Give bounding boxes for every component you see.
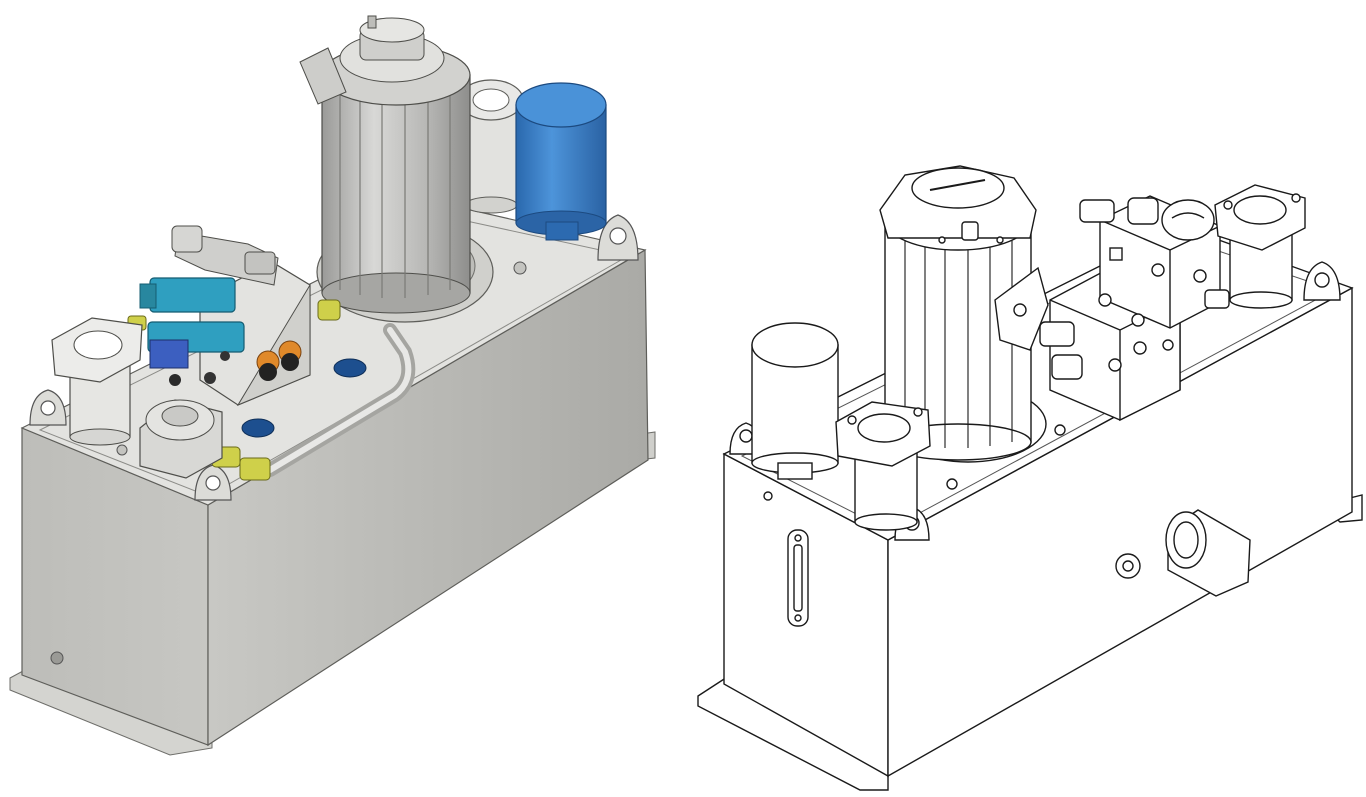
side-breather-icon <box>1165 509 1251 597</box>
breather-housing <box>458 79 524 214</box>
return-filter <box>515 82 607 241</box>
line-drawing-view <box>697 165 1363 791</box>
valve-manifold <box>139 225 311 407</box>
breather-housing <box>1214 184 1306 309</box>
lifting-lug-icon <box>29 214 639 501</box>
suction-filter-housing <box>835 401 931 531</box>
blanking-cap-icon <box>333 358 367 378</box>
shaded-view <box>9 15 656 756</box>
drain-plug-icon <box>50 651 64 665</box>
suction-filter-housing <box>51 317 143 446</box>
electric-motor <box>299 15 471 314</box>
sight-glass-icon <box>787 529 809 627</box>
filter-canister <box>751 322 839 480</box>
valve-manifold <box>1039 195 1230 422</box>
gear-pump <box>139 399 223 479</box>
